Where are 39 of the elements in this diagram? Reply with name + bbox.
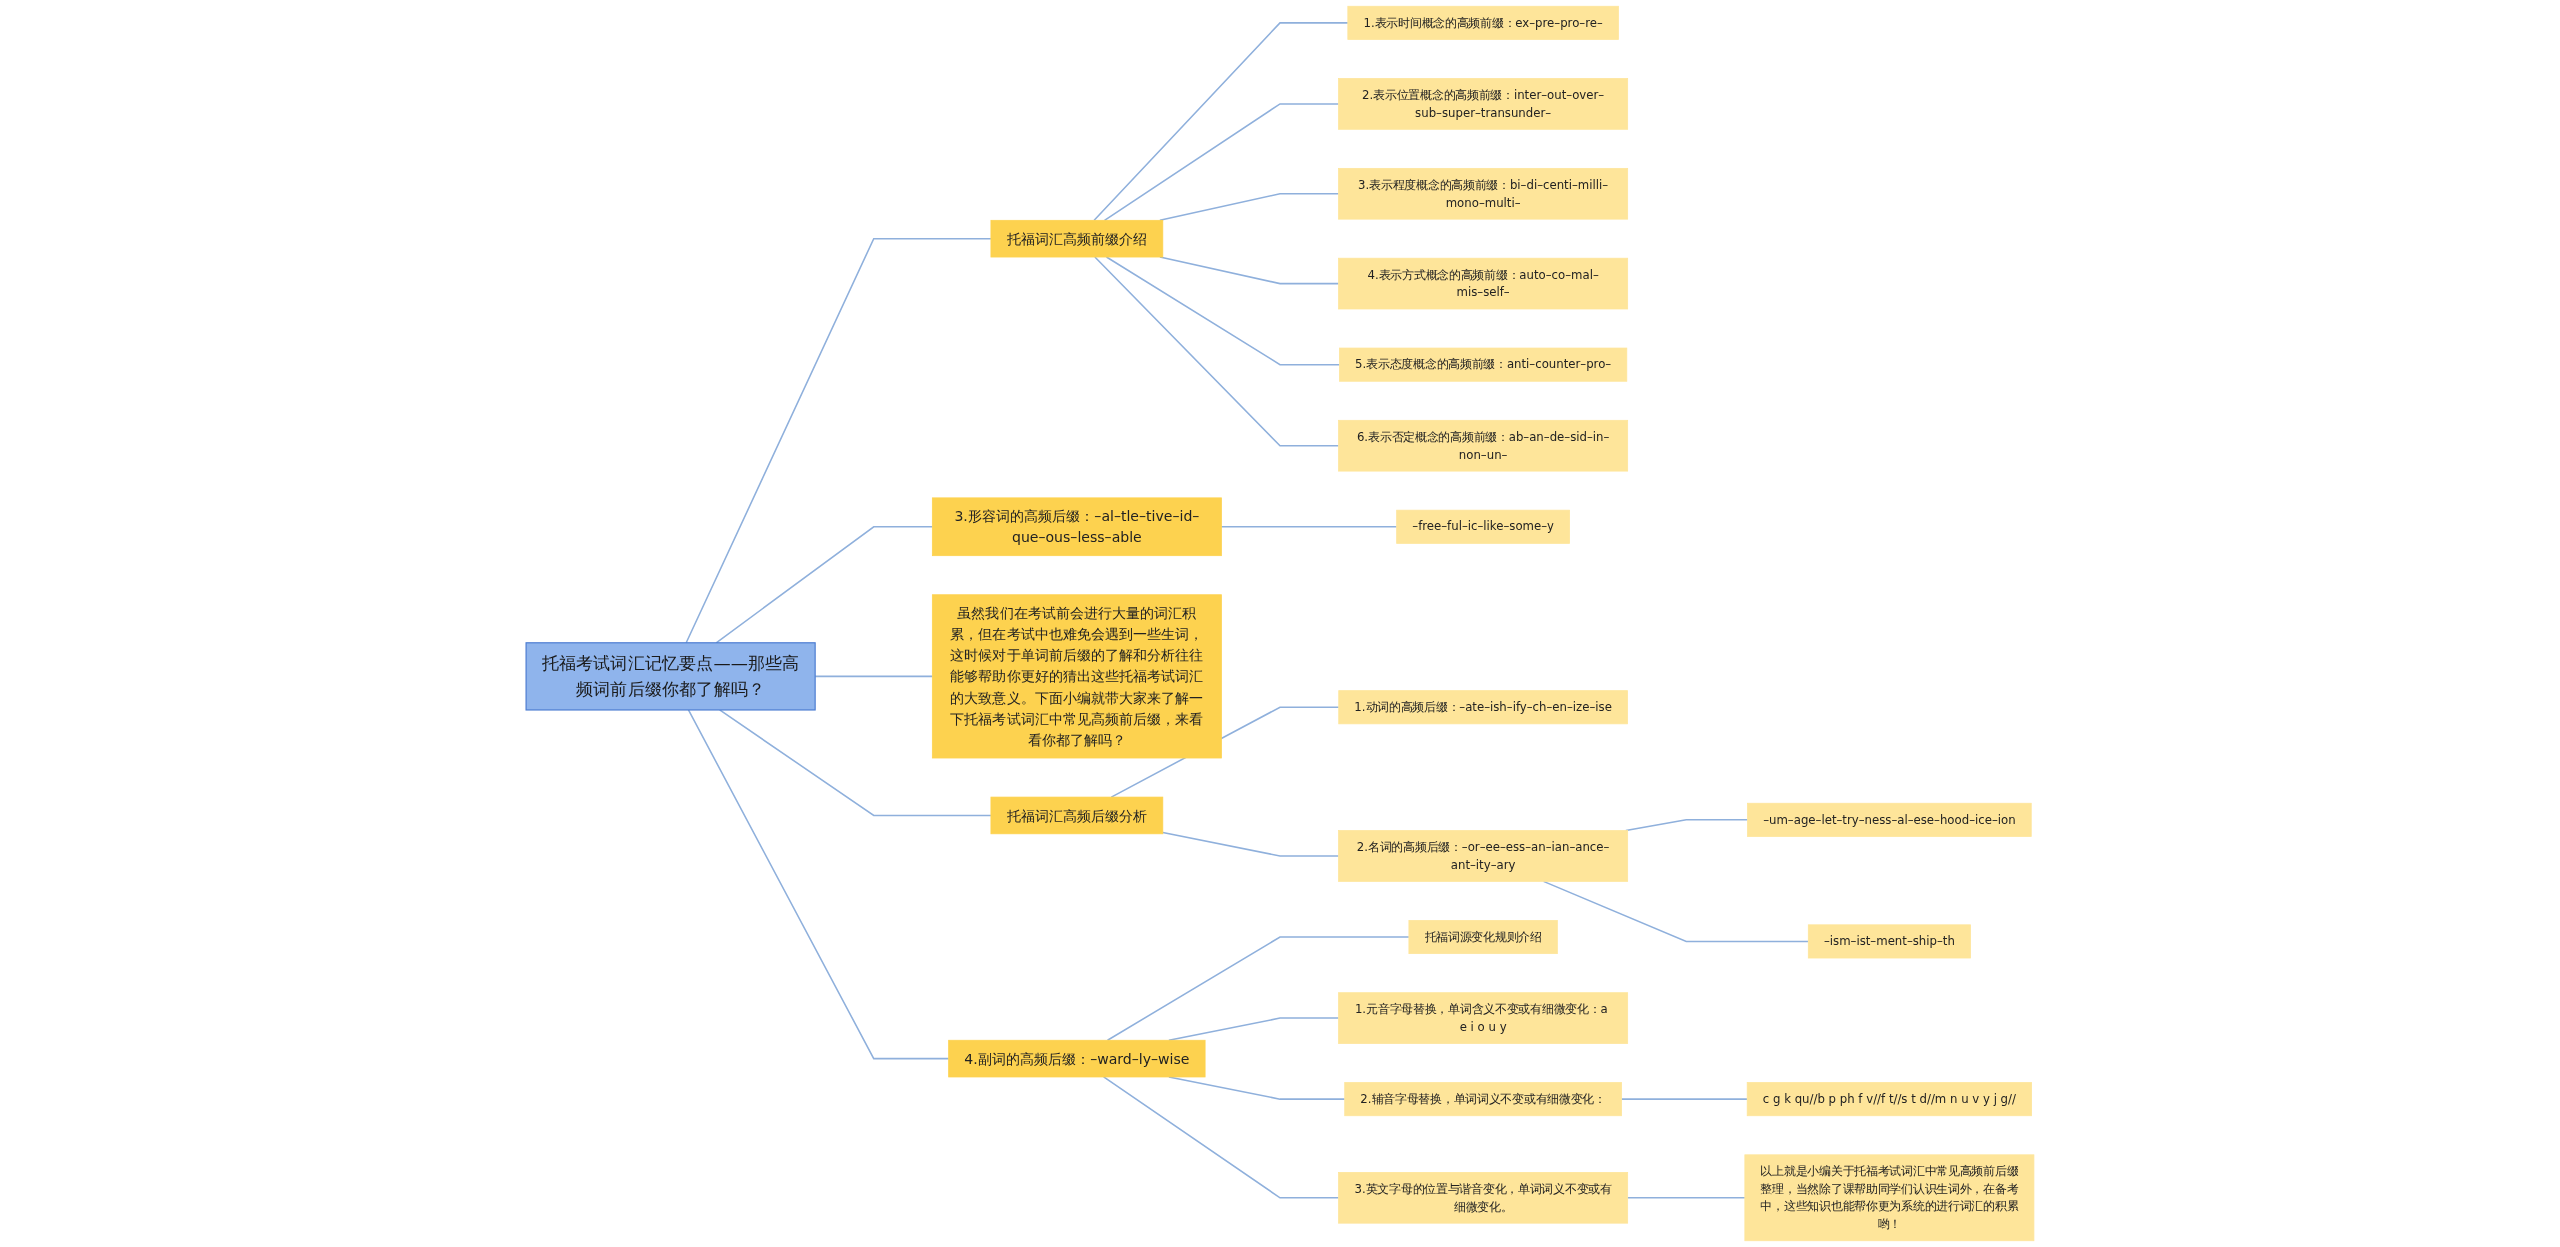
node-box: 2.辅音字母替换，单词词义不变或有细微变化： — [1344, 1082, 1622, 1117]
node-box: 4.表示方式概念的高频前缀：auto–co–mal–mis–self– — [1338, 257, 1629, 310]
connector — [718, 709, 992, 817]
connector — [1102, 1076, 1340, 1199]
connector — [1620, 1098, 1748, 1100]
connector — [1106, 936, 1410, 1042]
node-box: 5.表示态度概念的高频前缀：anti–counter–pro– — [1339, 347, 1628, 382]
node-box: 虽然我们在考试前会进行大量的词汇积累，但在考试中也难免会遇到一些生词，这时候对于单词前后缀的了解和分析往往能够帮助你更好的猜出这些托福考试词汇的大致意义。下面小编就带大家来了解一下托福考试词汇中常见高频前后缀，来看看你都了解吗？ — [931, 594, 1222, 759]
node-box: 托福考试词汇记忆要点——那些高频词前后缀你都了解吗？ — [525, 642, 816, 711]
connector — [1162, 831, 1340, 857]
connector — [1159, 192, 1340, 222]
node-box: –ism–ist–ment–ship–th — [1807, 924, 1971, 959]
connector — [685, 237, 992, 644]
connector — [1093, 22, 1349, 222]
node-box: 3.表示程度概念的高频前缀：bi–di–centi–milli–mono–multi– — [1338, 167, 1629, 220]
node-box: 以上就是小编关于托福考试词汇中常见高频前后缀整理，当然除了课帮助同学们认识生词外，在备考中，这些知识也能帮你更为系统的进行词汇的积累哟！ — [1744, 1154, 2035, 1242]
node-box: 4.副词的高频后缀：–ward–ly–wise — [948, 1039, 1206, 1078]
node-box: 1.动词的高频后缀：–ate–ish–ify–ch–en–ize–ise — [1338, 690, 1628, 725]
node-box: c g k qu//b p ph f v//f t//s t d//m n u v y j g// — [1746, 1082, 2032, 1117]
node-box: 2.表示位置概念的高频前缀：inter–out–over–sub–super–transunder– — [1338, 78, 1629, 130]
connector — [1105, 256, 1341, 366]
connector — [1625, 819, 1749, 832]
connector — [1103, 103, 1340, 222]
node-box: 3.英文字母的位置与谐音变化，单词词义不变或有细微变化。 — [1338, 1172, 1629, 1224]
connector — [1626, 1197, 1746, 1199]
node-box: 2.名词的高频后缀：–or–ee–ess–an–ian–ance–ant–ity–ary — [1338, 830, 1629, 882]
node-box: 1.元音字母替换，单词含义不变或有细微变化：a e i o u y — [1338, 992, 1629, 1044]
connector — [687, 709, 950, 1060]
node-box: 1.表示时间概念的高频前缀：ex–pre–pro–re– — [1347, 5, 1619, 40]
connector — [1220, 526, 1398, 528]
connector — [1094, 256, 1340, 447]
node-box: 6.表示否定概念的高频前缀：ab–an–de–sid–in–non–un– — [1338, 419, 1629, 472]
node-box: –free–ful–ic–like–some–y — [1396, 509, 1570, 544]
node-box: –um–age–let–try–ness–al–ese–hood–ice–ion — [1747, 802, 2032, 837]
node-box: 3.形容词的高频后缀：–al–tle–tive–id–que–ous–less–able — [931, 497, 1222, 557]
node-box: 托福词汇高频前缀介绍 — [990, 219, 1164, 258]
connector — [715, 526, 934, 644]
node-box: 托福词源变化规则介绍 — [1408, 920, 1558, 954]
node-box: 托福词汇高频后缀分析 — [990, 796, 1164, 835]
